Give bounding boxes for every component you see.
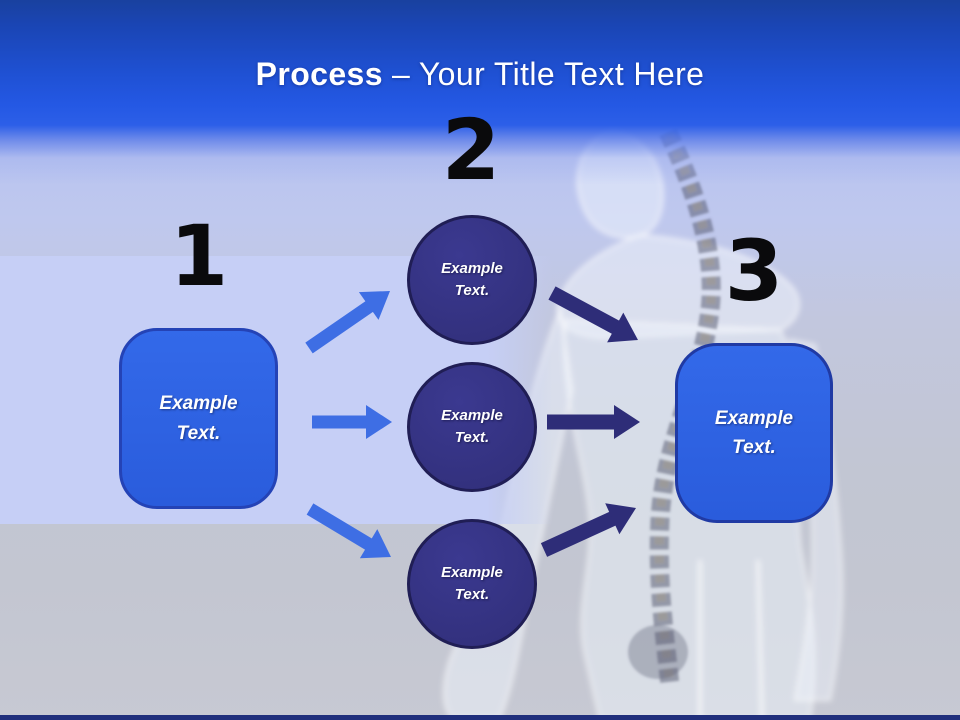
- circle-2-label: Example Text.: [441, 406, 503, 447]
- spine-graphic: [628, 127, 721, 687]
- process-circle-1: Example Text.: [407, 215, 537, 345]
- end-box-label: Example Text.: [714, 407, 794, 458]
- step-number-3: 3: [724, 222, 784, 320]
- header-band: [0, 0, 960, 185]
- process-circle-2: Example Text.: [407, 362, 537, 492]
- slide-title: Process– Your Title Text Here: [0, 56, 960, 93]
- end-box: Example Text.: [675, 343, 833, 523]
- step-number-1: 1: [169, 207, 229, 305]
- title-emphasis: Process: [255, 56, 383, 92]
- bottom-accent-bar: [0, 715, 960, 720]
- circle-3-label: Example Text.: [441, 563, 503, 604]
- start-box: Example Text.: [119, 328, 278, 509]
- title-rest: – Your Title Text Here: [391, 56, 705, 92]
- process-circle-3: Example Text.: [407, 519, 537, 649]
- step-number-2: 2: [441, 101, 501, 199]
- circle-1-label: Example Text.: [441, 259, 503, 300]
- start-box-label: Example Text.: [159, 393, 238, 444]
